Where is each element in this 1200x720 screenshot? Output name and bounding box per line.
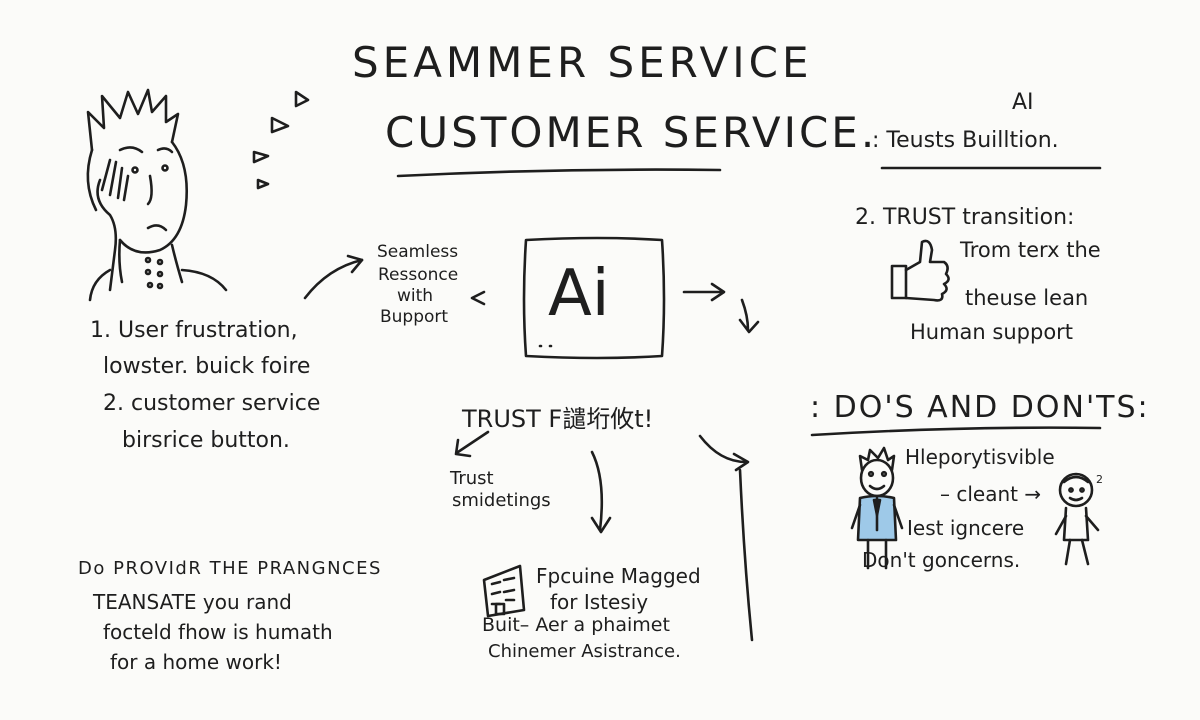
arrow-to-dos xyxy=(698,434,748,464)
dos-donts-line2: – cleant → xyxy=(940,482,1042,506)
support-note-line3: with xyxy=(397,286,434,306)
bottom-left-line3: focteld fhow is humath xyxy=(103,620,333,644)
ai-corner-label: AI xyxy=(1012,90,1034,115)
trust-settings-line1: Trust xyxy=(450,468,494,489)
building-icon xyxy=(482,564,526,618)
bottom-center-line1: Fpcuine Magged xyxy=(536,564,701,588)
frustrated-person-icon xyxy=(86,88,310,302)
long-vertical-line xyxy=(738,468,754,642)
dos-underline xyxy=(810,426,1102,437)
businessman-icon xyxy=(850,446,904,570)
dos-donts-heading: : DO'S AND DON'TS: xyxy=(810,390,1150,425)
ai-corner-subtitle: : Teusts Builltion. xyxy=(872,128,1059,153)
user-frustration-line3: 2. customer service xyxy=(103,391,321,416)
user-frustration-line2: lowster. buick foire xyxy=(103,354,311,379)
support-note-line1: Seamless xyxy=(377,242,459,262)
trust-first-label: TRUST F譴垳攸t! xyxy=(462,405,654,433)
arrow-down-center xyxy=(590,450,604,532)
person-icon xyxy=(1054,472,1100,566)
bottom-left-line4: for a home work! xyxy=(110,650,282,674)
support-note-line2: Ressonce xyxy=(378,265,459,285)
arrow-support-left xyxy=(470,290,486,306)
trust-transition-line1: Trom terx the xyxy=(960,238,1101,262)
bottom-center-line4: Chinemer Asistrance. xyxy=(488,641,681,662)
title-underline xyxy=(396,168,722,178)
trust-transition-line3: Human support xyxy=(910,320,1074,344)
thumbs-up-icon xyxy=(890,239,950,302)
ai-box-label: Ai xyxy=(548,257,610,331)
dos-donts-line1: Hleporytisvible xyxy=(905,445,1055,469)
dos-donts-line3: Iest igncere xyxy=(907,516,1025,540)
bottom-left-line2: TEANSATE you rand xyxy=(93,590,292,614)
support-note-line4: Bupport xyxy=(380,307,449,327)
title-line1: SEAMMER SERVICE xyxy=(352,38,813,87)
arrow-to-trust-settings xyxy=(456,430,490,454)
dos-donts-superscript: 2 xyxy=(1096,473,1103,486)
bottom-left-line1: Do PROVIdR THE PRANGNCES xyxy=(78,558,382,579)
user-frustration-line1: 1. User frustration, xyxy=(90,318,298,343)
user-frustration-line4: birsrice button. xyxy=(122,428,290,453)
arrow-down-right xyxy=(740,298,750,332)
bottom-center-line3: Buit– Aer a phaimet xyxy=(482,614,670,636)
trust-transition-heading: 2. TRUST transition: xyxy=(855,205,1075,230)
ai-box xyxy=(522,236,666,360)
arrow-to-support xyxy=(303,258,364,300)
dos-donts-line4: Don't goncerns. xyxy=(862,548,1021,572)
trust-transition-line2: theuse lean xyxy=(965,286,1089,310)
bottom-center-line2: for Istesiy xyxy=(550,590,649,614)
trust-settings-line2: smidetings xyxy=(452,490,551,511)
title-line2: CUSTOMER SERVICE. xyxy=(385,108,878,157)
